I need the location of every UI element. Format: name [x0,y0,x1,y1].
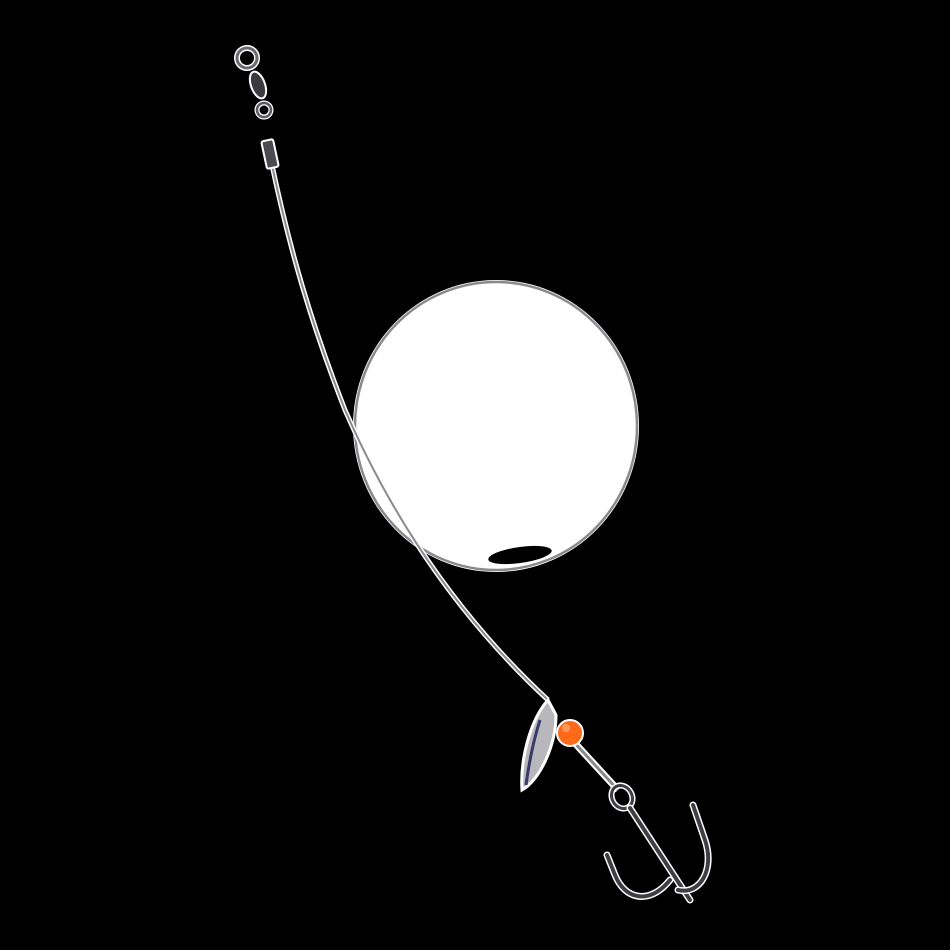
wire-leader [269,164,550,702]
crimp-sleeve [260,138,280,170]
leader-coil [353,280,639,572]
orange-bead [556,719,584,747]
hook-shaft [569,737,621,793]
barrel-swivel [234,45,274,120]
treble-hook [603,782,712,904]
spinner-blade [520,697,558,793]
